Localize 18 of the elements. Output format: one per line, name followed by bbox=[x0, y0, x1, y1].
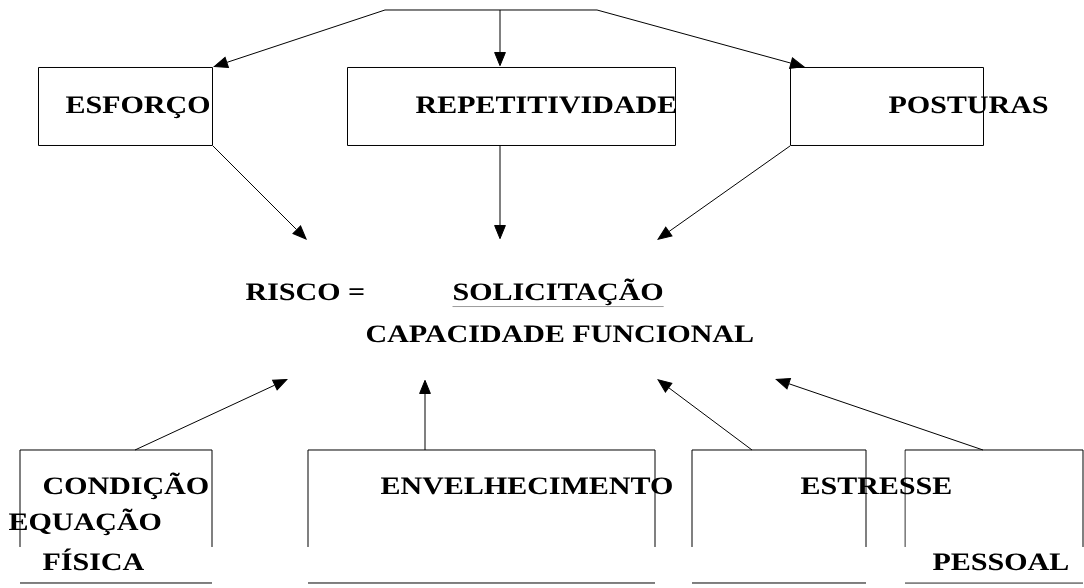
formula-term: SOLICITAÇÃO bbox=[452, 278, 664, 307]
formula-term: RISCO = bbox=[246, 283, 364, 301]
arrow bbox=[213, 9, 386, 69]
process-box: ESFORÇO bbox=[38, 67, 213, 146]
arrow bbox=[596, 9, 805, 69]
floating-label: EQUAÇÃO bbox=[9, 508, 161, 536]
arrow bbox=[494, 9, 506, 67]
open-box: ENVELHECIMENTO bbox=[307, 449, 672, 584]
arrow bbox=[212, 145, 307, 240]
arrow bbox=[419, 379, 431, 451]
connector-line bbox=[384, 9, 598, 11]
process-box: REPETITIVIDADE bbox=[347, 67, 676, 146]
arrow bbox=[134, 379, 288, 451]
formula-term: CAPACIDADE FUNCIONAL bbox=[366, 325, 753, 343]
arrow bbox=[657, 379, 753, 451]
arrow bbox=[657, 145, 791, 240]
arrow bbox=[494, 145, 506, 240]
arrow bbox=[775, 378, 984, 451]
